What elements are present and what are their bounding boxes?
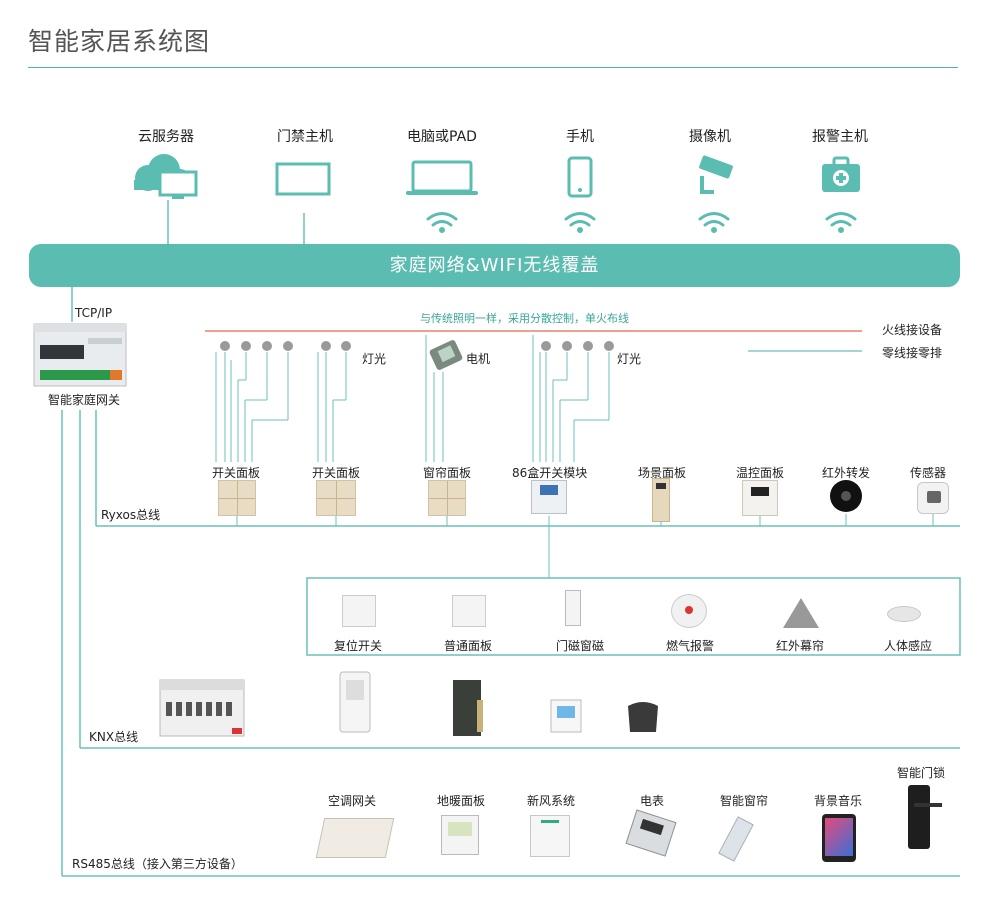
ryxos-label-curtain: 窗帘面板 [423, 466, 472, 480]
motor-label: 电机 [466, 352, 491, 366]
top-device-label-camera: 摄像机 [689, 129, 731, 145]
sub-label-motion: 人体感应 [884, 639, 933, 653]
ryxos-bus-label: Ryxos总线 [101, 508, 161, 522]
top-device-label-cloud: 云服务器 [138, 129, 194, 145]
top-device-label-pc: 电脑或PAD [407, 129, 477, 145]
knx-panel-2-icon [453, 680, 483, 736]
sub-label-ir: 红外幕帘 [776, 639, 825, 653]
light-label-1: 灯光 [362, 352, 387, 366]
cloud-server-icon [134, 154, 198, 199]
camera-icon [699, 155, 733, 194]
rs485-bus-label: RS485总线（接入第三方设备） [72, 857, 243, 871]
tcpip-label: TCP/IP [75, 306, 113, 320]
reset-switch-icon [342, 595, 376, 627]
curtain-panel-icon [428, 480, 466, 516]
knx-actuator-icon [159, 679, 245, 737]
rs485-label-lock: 智能门锁 [897, 766, 946, 780]
music-tablet-icon [822, 814, 856, 862]
smart-lock-icon [908, 785, 942, 849]
top-device-label-phone: 手机 [566, 129, 594, 145]
top-device-label-alarm: 报警主机 [812, 129, 868, 145]
ir-curtain-icon [783, 598, 819, 628]
door-window-sensor-icon [565, 590, 581, 626]
floor-heating-panel-icon [441, 815, 479, 855]
title-divider [28, 67, 958, 68]
switch-panel-icon [316, 480, 356, 516]
door-access-host-icon [275, 162, 331, 196]
knx-sensor-icon [628, 702, 658, 732]
thermostat-panel-icon [742, 480, 778, 516]
knx-panel-1-icon [339, 671, 371, 733]
phone-icon [567, 156, 593, 198]
wifi-icon-group [426, 212, 857, 233]
wiring-note: 与传统照明一样，采用分散控制，单火布线 [420, 312, 629, 325]
page-title: 智能家居系统图 [28, 27, 211, 56]
knx-thermostat-icon [550, 699, 582, 733]
switch-panel-icon [218, 480, 256, 516]
rs485-label-freshair: 新风系统 [527, 794, 576, 808]
sub-label-gas: 燃气报警 [666, 639, 715, 653]
ac-gateway-icon [315, 818, 395, 858]
top-device-label-door: 门禁主机 [277, 129, 333, 145]
ryxos-label-thermostat: 温控面板 [736, 466, 785, 480]
live-wire-label: 火线接设备 [882, 323, 943, 337]
rs485-label-curtain: 智能窗帘 [720, 794, 769, 808]
sub-label-normal: 普通面板 [444, 639, 493, 653]
bulb-group-1 [220, 341, 614, 351]
ryxos-label-sensor: 传感器 [910, 466, 947, 480]
sub-label-door: 门磁窗磁 [556, 639, 605, 653]
network-bar: 家庭网络&WIFI无线覆盖 [29, 244, 960, 287]
motor-icon [429, 340, 463, 370]
rs485-label-floor: 地暖面板 [437, 794, 486, 808]
alarm-host-icon [822, 156, 860, 192]
ryxos-label-scene: 场景面板 [638, 466, 687, 480]
light-label-2: 灯光 [617, 352, 642, 366]
fresh-air-icon [530, 815, 570, 857]
sensor-icon [917, 482, 949, 514]
sub-label-reset: 复位开关 [334, 639, 383, 653]
ir-transmitter-icon [830, 480, 862, 512]
normal-panel-icon [452, 595, 486, 627]
knx-bus-label: KNX总线 [89, 730, 139, 744]
rs485-label-ac: 空调网关 [328, 794, 377, 808]
gas-alarm-icon [671, 594, 707, 628]
motion-sensor-icon [887, 606, 921, 622]
gateway-device-icon [33, 323, 127, 387]
rs485-label-music: 背景音乐 [814, 794, 863, 808]
gateway-label: 智能家庭网关 [48, 393, 121, 407]
neutral-wire-label: 零线接零排 [882, 346, 943, 360]
ryxos-label-switch-2: 开关面板 [312, 466, 361, 480]
laptop-icon [406, 160, 478, 195]
scene-panel-icon [652, 478, 670, 522]
ryxos-label-ir: 红外转发 [822, 466, 871, 480]
rs485-label-meter: 电表 [640, 794, 665, 808]
ryxos-label-switch-1: 开关面板 [212, 466, 261, 480]
ryxos-label-module: 86盒开关模块 [512, 466, 588, 480]
switch-module-icon [531, 480, 567, 514]
